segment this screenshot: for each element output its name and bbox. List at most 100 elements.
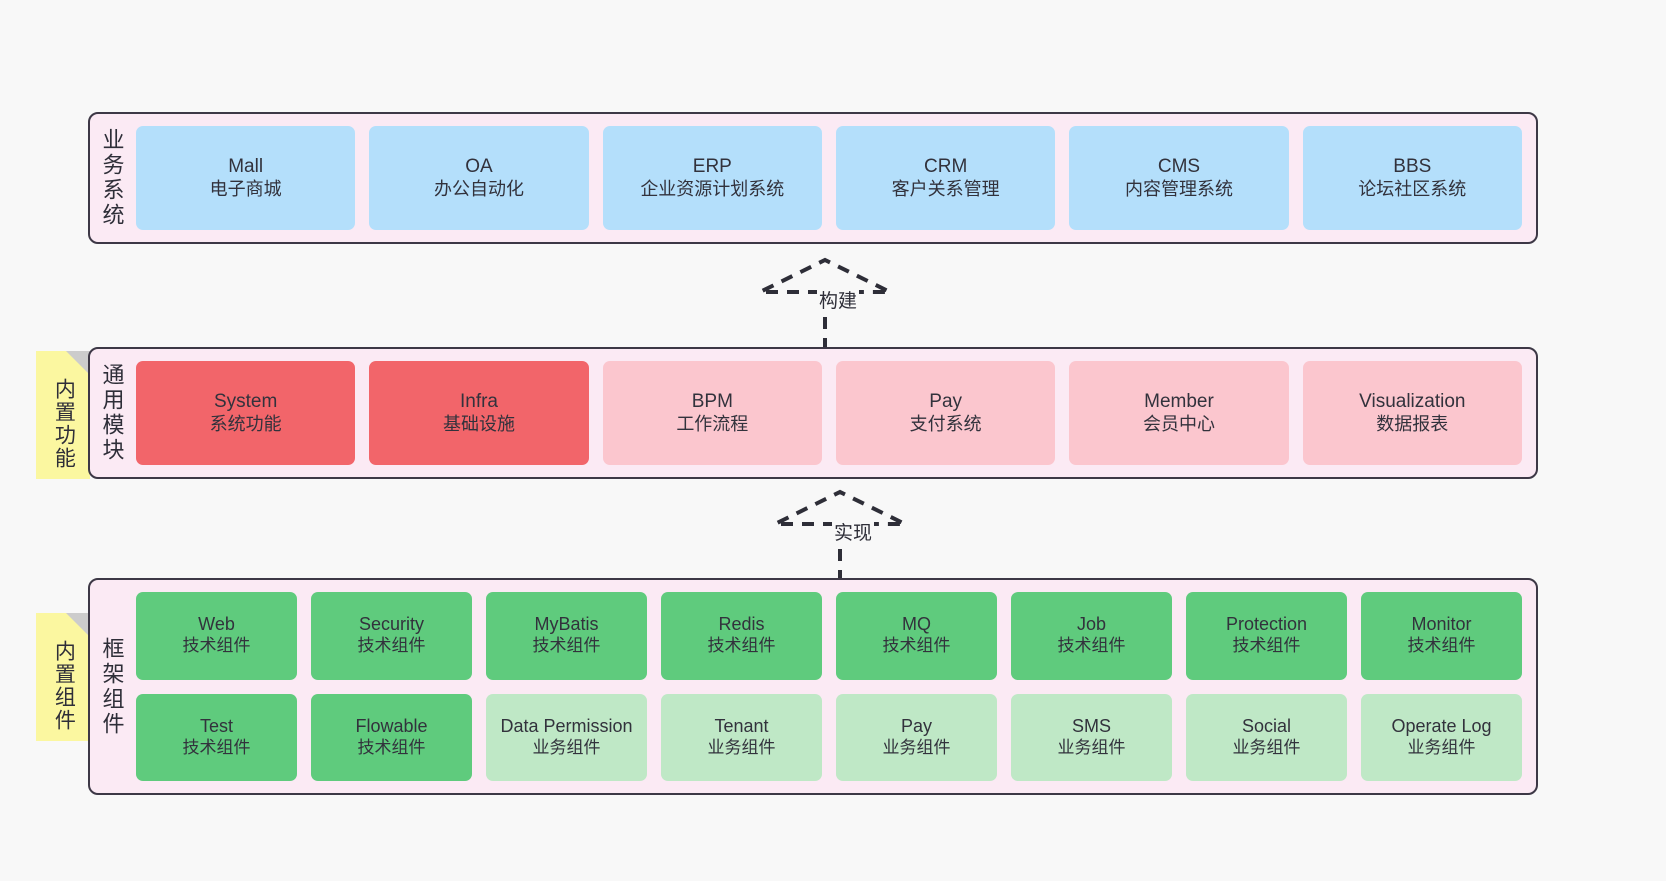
connector-build: 构建 (755, 257, 905, 350)
node-subtitle: 技术组件 (182, 737, 251, 757)
node-flowable[interactable]: Flowable 技术组件 (311, 693, 472, 781)
sticky-note-builtin-function: 内置功能 (36, 351, 90, 479)
node-redis[interactable]: Redis 技术组件 (661, 592, 822, 680)
node-mq[interactable]: MQ 技术组件 (836, 592, 997, 680)
sticky-note-builtin-component: 内置组件 (36, 613, 90, 741)
node-cms[interactable]: CMS 内容管理系统 (1069, 126, 1289, 230)
node-bbs[interactable]: BBS 论坛社区系统 (1302, 126, 1522, 230)
node-protection[interactable]: Protection 技术组件 (1186, 592, 1347, 680)
node-security[interactable]: Security 技术组件 (311, 592, 472, 680)
node-title: Data Permission (500, 715, 633, 736)
sticky-note-label: 内置功能 (52, 378, 76, 470)
node-title: Visualization (1359, 391, 1466, 413)
layer-body-business-systems: Mall 电子商城 OA 办公自动化 ERP 企业资源计划系统 CRM 客户关系… (132, 114, 1536, 242)
node-job[interactable]: Job 技术组件 (1011, 592, 1172, 680)
node-oa[interactable]: OA 办公自动化 (369, 126, 589, 230)
node-title: Infra (459, 391, 498, 413)
node-subtitle: 技术组件 (1057, 636, 1126, 656)
node-title: CRM (924, 156, 968, 178)
layer-body-framework-components: Web 技术组件 Security 技术组件 MyBatis 技术组件 Redi… (132, 580, 1536, 793)
node-subtitle: 技术组件 (182, 636, 251, 656)
node-title: Security (358, 614, 425, 635)
node-title: Social (1241, 715, 1292, 736)
node-title: Job (1076, 614, 1107, 635)
node-subtitle: 业务组件 (1057, 737, 1126, 757)
node-title: Protection (1225, 614, 1308, 635)
node-title: BBS (1393, 156, 1432, 178)
node-data-permission[interactable]: Data Permission 业务组件 (486, 693, 647, 781)
node-pay[interactable]: Pay 支付系统 (835, 361, 1056, 465)
layer-title-business-systems: 业务系统 (99, 128, 125, 228)
node-subtitle: 会员中心 (1142, 413, 1215, 434)
node-row: Mall 电子商城 OA 办公自动化 ERP 企业资源计划系统 CRM 客户关系… (136, 126, 1522, 230)
node-title: Mall (228, 156, 264, 178)
node-title: Test (199, 715, 233, 736)
node-web[interactable]: Web 技术组件 (136, 592, 297, 680)
node-subtitle: 技术组件 (1232, 636, 1301, 656)
node-subtitle: 技术组件 (357, 636, 426, 656)
layer-common-modules: 通用模块 System 系统功能 Infra 基础设施 BPM 工作流程 Pay… (88, 347, 1538, 479)
node-pay-component[interactable]: Pay 业务组件 (836, 693, 997, 781)
node-subtitle: 技术组件 (1407, 636, 1476, 656)
node-title: System (213, 391, 278, 413)
node-subtitle: 支付系统 (909, 413, 982, 434)
node-test[interactable]: Test 技术组件 (136, 693, 297, 781)
node-subtitle: 业务组件 (707, 737, 776, 757)
node-title: Monitor (1411, 614, 1472, 635)
layer-business-systems: 业务系统 Mall 电子商城 OA 办公自动化 ERP 企业资源计划系统 CRM… (88, 112, 1538, 244)
node-subtitle: 工作流程 (676, 413, 749, 434)
node-row: System 系统功能 Infra 基础设施 BPM 工作流程 Pay 支付系统… (136, 361, 1522, 465)
node-subtitle: 系统功能 (209, 413, 282, 434)
node-title: Pay (900, 715, 933, 736)
node-operate-log[interactable]: Operate Log 业务组件 (1361, 693, 1522, 781)
node-subtitle: 业务组件 (882, 737, 951, 757)
layer-framework-components: 框架组件 Web 技术组件 Security 技术组件 MyBatis 技术组件… (88, 578, 1538, 795)
layer-title-framework-components: 框架组件 (99, 636, 125, 737)
node-crm[interactable]: CRM 客户关系管理 (835, 126, 1056, 230)
node-title: Member (1144, 391, 1214, 413)
sticky-note-label: 内置组件 (52, 640, 76, 732)
node-row: Test 技术组件 Flowable 技术组件 Data Permission … (136, 693, 1522, 781)
node-title: BPM (691, 391, 733, 413)
node-member[interactable]: Member 会员中心 (1069, 361, 1289, 465)
node-subtitle: 办公自动化 (433, 178, 524, 199)
node-row: Web 技术组件 Security 技术组件 MyBatis 技术组件 Redi… (136, 592, 1522, 680)
node-title: Redis (718, 614, 765, 635)
node-subtitle: 业务组件 (532, 737, 601, 757)
node-subtitle: 技术组件 (357, 737, 426, 757)
node-subtitle: 技术组件 (882, 636, 951, 656)
node-subtitle: 论坛社区系统 (1358, 178, 1467, 199)
node-title: OA (465, 156, 493, 178)
node-title: Pay (929, 391, 963, 413)
node-subtitle: 客户关系管理 (891, 178, 1000, 199)
node-subtitle: 技术组件 (707, 636, 776, 656)
connector-implement: 实现 (770, 489, 920, 582)
node-title: Web (198, 614, 235, 635)
node-infra[interactable]: Infra 基础设施 (369, 361, 589, 465)
node-mall[interactable]: Mall 电子商城 (136, 126, 356, 230)
node-title: Tenant (714, 715, 769, 736)
node-tenant[interactable]: Tenant 业务组件 (661, 693, 822, 781)
node-subtitle: 数据报表 (1376, 413, 1449, 434)
node-social[interactable]: Social 业务组件 (1186, 693, 1347, 781)
node-erp[interactable]: ERP 企业资源计划系统 (602, 126, 822, 230)
node-subtitle: 电子商城 (209, 178, 282, 199)
layer-body-common-modules: System 系统功能 Infra 基础设施 BPM 工作流程 Pay 支付系统… (132, 349, 1536, 477)
node-subtitle: 技术组件 (532, 636, 601, 656)
node-monitor[interactable]: Monitor 技术组件 (1361, 592, 1522, 680)
node-mybatis[interactable]: MyBatis 技术组件 (486, 592, 647, 680)
node-title: Operate Log (1391, 715, 1492, 736)
connector-build-label: 构建 (817, 286, 860, 313)
node-visualization[interactable]: Visualization 数据报表 (1302, 361, 1522, 465)
node-system[interactable]: System 系统功能 (136, 361, 356, 465)
node-subtitle: 企业资源计划系统 (640, 178, 785, 199)
node-title: Flowable (355, 715, 428, 736)
node-title: CMS (1157, 156, 1201, 178)
node-bpm[interactable]: BPM 工作流程 (602, 361, 822, 465)
node-title: MyBatis (534, 614, 599, 635)
node-subtitle: 业务组件 (1407, 737, 1476, 757)
node-title: MQ (902, 614, 931, 635)
node-subtitle: 基础设施 (442, 413, 515, 434)
node-sms[interactable]: SMS 业务组件 (1011, 693, 1172, 781)
